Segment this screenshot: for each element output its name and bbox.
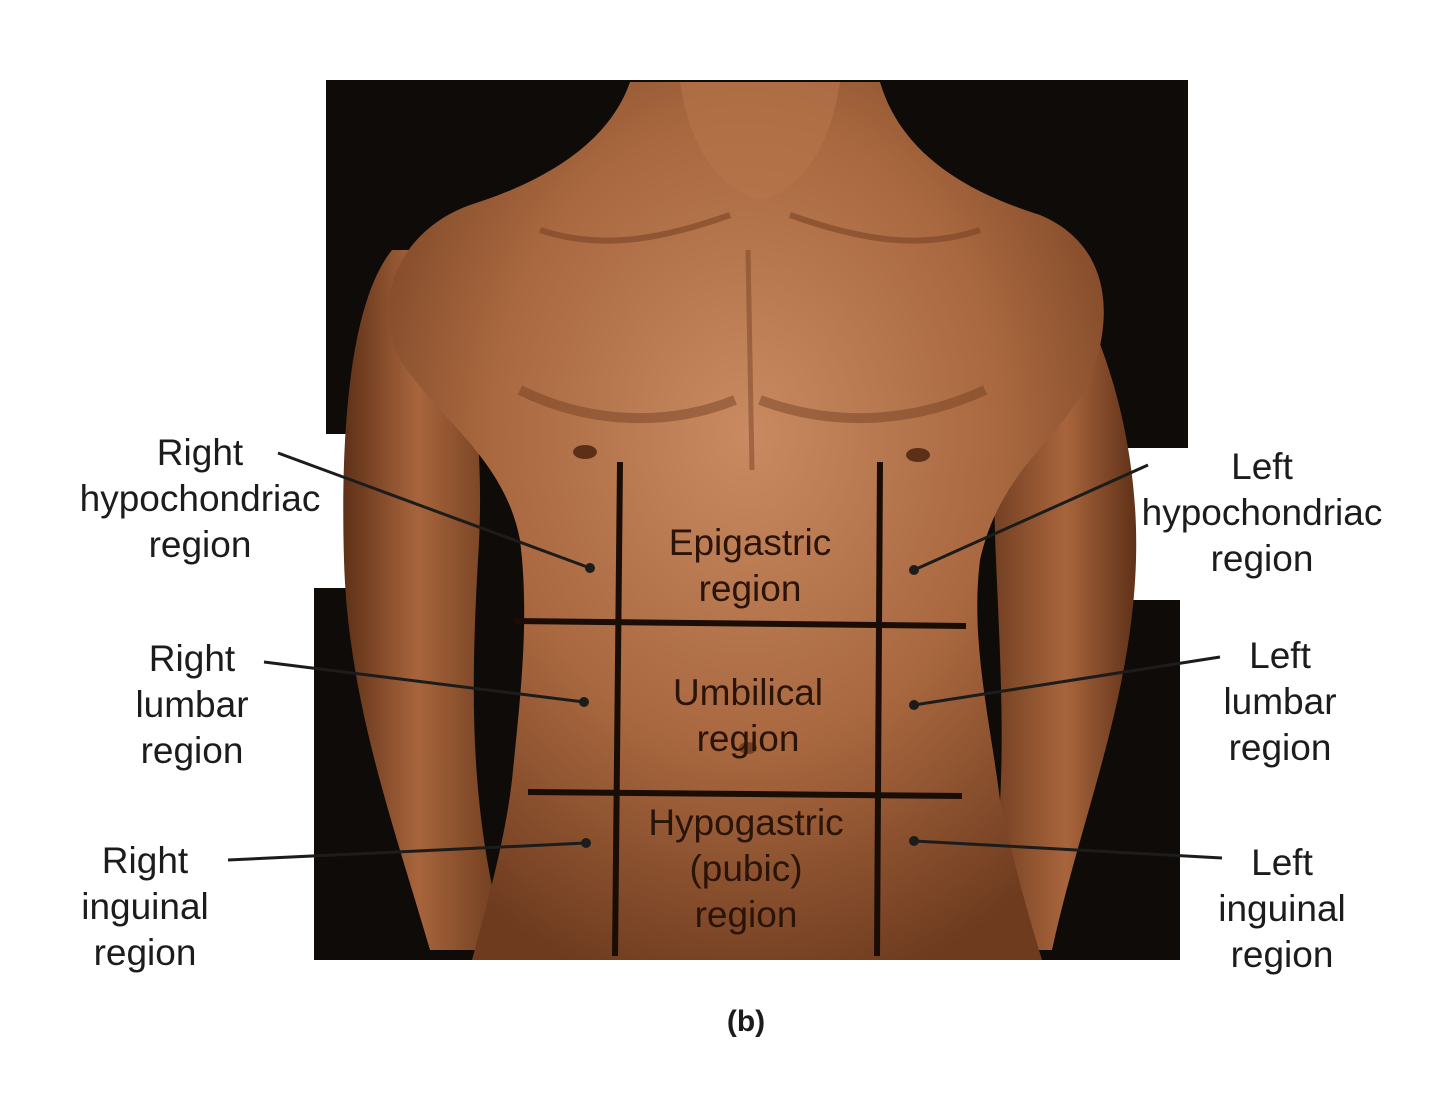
label-epigastric: Epigastric region bbox=[622, 520, 878, 612]
label-line: region bbox=[148, 524, 252, 565]
leader-left-inguinal bbox=[913, 839, 1223, 860]
label-line: Umbilical bbox=[672, 672, 824, 713]
label-line: Hypogastric bbox=[648, 802, 844, 843]
navel bbox=[739, 742, 757, 754]
label-line: hypochondriac bbox=[1141, 492, 1383, 533]
label-right-lumbar: Right lumbar region bbox=[92, 636, 292, 774]
dot-right-inguinal bbox=[581, 838, 591, 848]
label-line: region bbox=[1228, 727, 1332, 768]
collarbone-right bbox=[539, 212, 732, 244]
grid-horizontal-lower bbox=[527, 789, 963, 799]
leader-left-hypochondriac bbox=[913, 463, 1149, 572]
label-line: Right bbox=[101, 840, 189, 881]
label-line: Left bbox=[1251, 842, 1313, 883]
leader-left-lumbar bbox=[913, 655, 1221, 707]
label-line: region bbox=[694, 894, 798, 935]
figure-caption: (b) bbox=[726, 1005, 766, 1038]
label-line: lumbar bbox=[1223, 681, 1337, 722]
leader-right-lumbar bbox=[263, 660, 585, 704]
label-left-hypochondriac: Left hypochondriac region bbox=[1102, 444, 1422, 582]
label-line: region bbox=[93, 932, 197, 973]
label-left-lumbar: Left lumbar region bbox=[1180, 633, 1380, 771]
label-line: region bbox=[696, 718, 800, 759]
label-right-hypochondriac: Right hypochondriac region bbox=[40, 430, 360, 568]
torso-shape bbox=[388, 82, 1104, 960]
grid-vertical-right bbox=[612, 461, 623, 957]
right-nipple bbox=[573, 445, 597, 459]
label-line: region bbox=[140, 730, 244, 771]
label-line: Right bbox=[148, 638, 236, 679]
dot-left-hypochondriac bbox=[909, 565, 919, 575]
sternum-line bbox=[745, 249, 755, 471]
grid-horizontal-upper bbox=[513, 618, 967, 629]
dot-left-inguinal bbox=[909, 836, 919, 846]
label-line: region bbox=[1230, 934, 1334, 975]
label-line: Right bbox=[156, 432, 244, 473]
pectoral-right-contour bbox=[517, 385, 737, 424]
label-line: inguinal bbox=[1218, 888, 1346, 929]
label-umbilical: Umbilical region bbox=[620, 670, 876, 762]
collarbone-left bbox=[788, 212, 981, 244]
dot-left-lumbar bbox=[909, 700, 919, 710]
label-line: hypochondriac bbox=[79, 478, 321, 519]
label-hypogastric: Hypogastric (pubic) region bbox=[618, 800, 874, 938]
label-line: region bbox=[1210, 538, 1314, 579]
leader-dots bbox=[579, 563, 919, 848]
pectoral-left-contour bbox=[758, 385, 988, 424]
leader-lines bbox=[227, 451, 1223, 862]
label-line: Epigastric bbox=[668, 522, 832, 563]
dot-right-hypochondriac bbox=[585, 563, 595, 573]
label-left-inguinal: Left inguinal region bbox=[1182, 840, 1382, 978]
leader-right-inguinal bbox=[227, 841, 587, 862]
label-line: inguinal bbox=[81, 886, 209, 927]
label-line: Left bbox=[1249, 635, 1311, 676]
grid-vertical-left bbox=[874, 461, 883, 957]
label-line: (pubic) bbox=[689, 848, 803, 889]
left-nipple bbox=[906, 448, 930, 462]
label-line: Left bbox=[1231, 446, 1293, 487]
label-right-inguinal: Right inguinal region bbox=[45, 838, 245, 976]
leader-right-hypochondriac bbox=[277, 451, 591, 570]
label-line: region bbox=[698, 568, 802, 609]
neck-shading bbox=[680, 82, 840, 200]
label-line: lumbar bbox=[135, 684, 249, 725]
dot-right-lumbar bbox=[579, 697, 589, 707]
